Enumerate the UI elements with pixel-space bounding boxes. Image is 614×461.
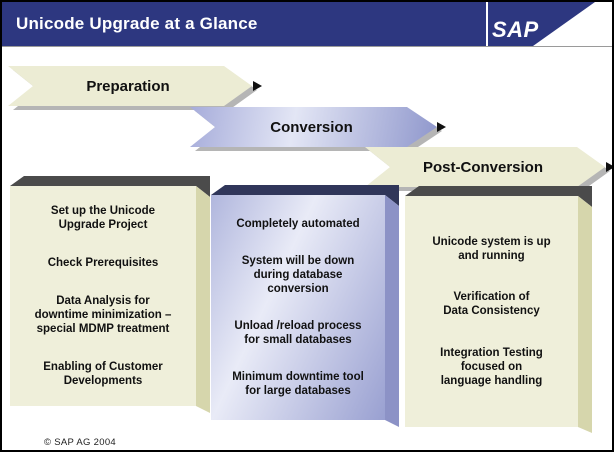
box-item: Unload /reload process for small databas… [234,320,362,347]
chevron-arrow-shape: Preparation [8,66,252,106]
arrow-tip-icon [606,162,614,172]
header-bar [2,2,595,46]
sap-logo: SAP [492,17,539,42]
chevron-arrow-shape: Post-Conversion [365,147,605,187]
box-item: Check Prerequisites [47,256,159,269]
arrow-tip-icon [253,81,262,91]
arrow-tip-icon [437,122,446,132]
box-item: Enabling of Customer Developments [43,361,163,388]
box-front-face: Set up the Unicode Upgrade Project Check… [10,186,196,406]
box-item: Verification of Data Consistency [443,291,540,318]
box-item: Completely automated [236,217,360,230]
box-item: Integration Testing focused on language … [440,346,543,387]
box-side-face [196,186,210,413]
box-post-conversion: Unicode system is up and running Verific… [405,186,592,433]
box-preparation: Set up the Unicode Upgrade Project Check… [10,176,210,413]
header-underline [2,46,612,47]
page-title: Unicode Upgrade at a Glance [16,14,258,33]
box-front-face: Completely automated System will be down… [211,195,385,420]
chevron-arrow-shape: Conversion [190,107,437,147]
box-item: Unicode system is up and running [432,236,551,263]
arrow-conversion: Conversion [190,107,450,153]
box-item: Set up the Unicode Upgrade Project [50,204,156,231]
arrow-label: Post-Conversion [422,158,543,176]
box-item: Data Analysis for downtime minimization … [34,294,172,336]
box-item: System will be down during database conv… [241,254,355,295]
arrow-post-conversion: Post-Conversion [365,147,614,193]
box-side-face [578,196,592,433]
box-side-face [385,195,399,427]
arrow-label: Conversion [270,118,353,136]
arrow-label: Preparation [86,77,170,95]
box-item: Minimum downtime tool for large database… [232,371,364,398]
copyright-text: © SAP AG 2004 [44,437,116,448]
arrow-preparation: Preparation [8,66,264,112]
logo-divider [486,2,488,46]
box-front-face: Unicode system is up and running Verific… [405,196,578,427]
box-conversion: Completely automated System will be down… [211,185,399,427]
